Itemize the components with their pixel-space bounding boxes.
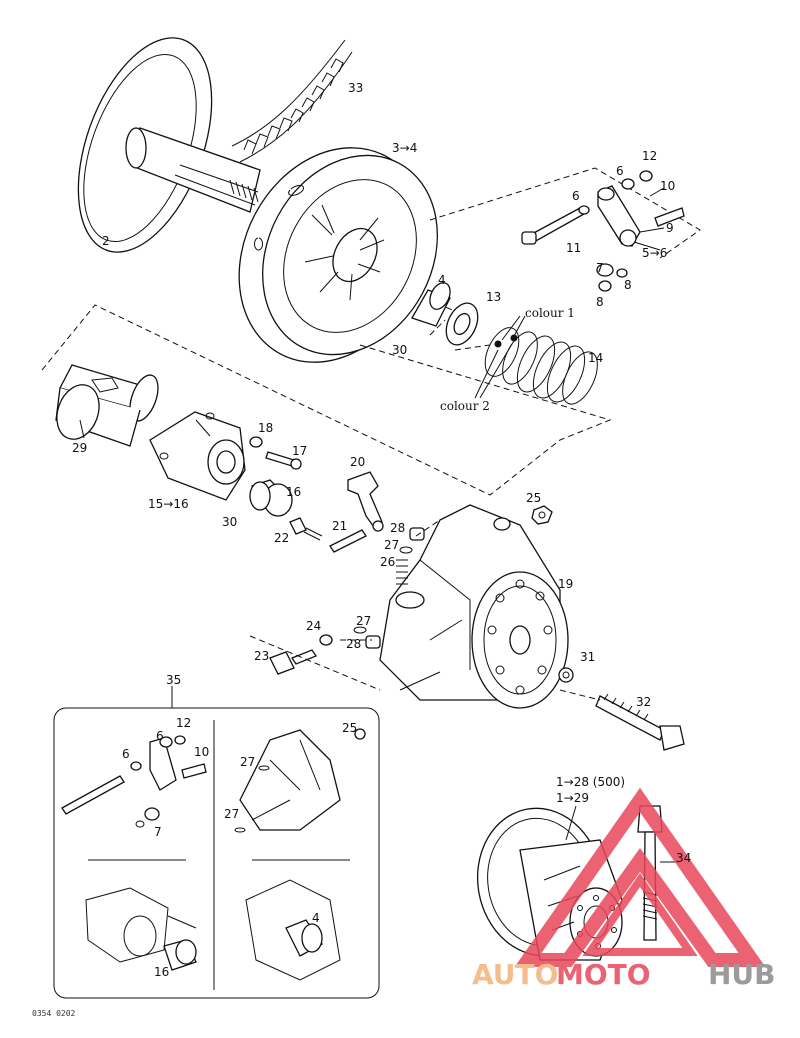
callout-14: 14 (588, 351, 603, 365)
drive-belt (231, 39, 353, 163)
bushing-16 (249, 479, 293, 517)
governor-cup (149, 411, 246, 501)
washer-31-bolt-32 (558, 667, 685, 751)
callout-6a: 6 (616, 164, 624, 178)
cam-29 (55, 364, 159, 447)
pin-21 (329, 529, 367, 553)
callout-27b: 27 (356, 614, 371, 628)
callout-27a: 27 (384, 538, 399, 552)
callout-34: 34 (676, 851, 691, 865)
inset-callout-27a: 27 (240, 755, 255, 769)
callout-colour-1: colour 1 (525, 306, 575, 320)
washer-13 (445, 302, 479, 346)
callout-6b: 6 (572, 189, 580, 203)
assembly-dashes-lower (249, 519, 601, 701)
callout-19: 19 (558, 577, 573, 591)
callout-colour-2: colour 2 (440, 399, 490, 413)
automotohub-watermark: AUTO MOTO HUB (472, 787, 776, 991)
callout-18: 18 (258, 421, 273, 435)
callout-7: 7 (596, 261, 604, 275)
callout-24: 24 (306, 619, 321, 633)
bolt-23-washer-24 (269, 634, 333, 675)
callout-4: 4 (438, 273, 446, 287)
callout-8a: 8 (624, 278, 632, 292)
callout-30a: 30 (392, 343, 407, 357)
callout-23: 23 (254, 649, 269, 663)
callout-21: 21 (332, 519, 347, 533)
watermark-moto: MOTO (556, 958, 651, 991)
inset-callout-7: 7 (154, 825, 162, 839)
callout-labels: 33 2 3→4 12 6 10 6 9 11 5→6 7 8 8 4 13 c… (72, 81, 691, 865)
callout-15-16: 15→16 (148, 497, 189, 511)
screw-17-washer-18 (249, 436, 302, 470)
watermark-auto: AUTO (472, 958, 558, 991)
inset-callout-6a: 6 (156, 729, 164, 743)
callout-5-6: 5→6 (642, 246, 667, 260)
watermark-triangle-logo (514, 787, 766, 967)
callout-11: 11 (566, 241, 581, 255)
assembly-leader-lines (429, 299, 491, 351)
inset-callout-6b: 6 (122, 747, 130, 761)
callout-17: 17 (292, 444, 307, 458)
inset-callout-16: 16 (154, 965, 169, 979)
screw-22 (289, 517, 323, 541)
callout-9: 9 (666, 221, 674, 235)
inset-callout-10: 10 (194, 745, 209, 759)
callout-33: 33 (348, 81, 363, 95)
nut-25 (531, 505, 553, 525)
callout-35: 35 (166, 673, 181, 687)
callout-29: 29 (72, 441, 87, 455)
watermark-hub: HUB (708, 958, 776, 991)
callout-12: 12 (642, 149, 657, 163)
inset-labels: 12 6 6 10 7 25 27 27 16 4 (122, 716, 357, 979)
callout-16: 16 (286, 485, 301, 499)
inset-callout-12: 12 (176, 716, 191, 730)
lever-assembly (521, 170, 685, 292)
inset-callout-4: 4 (312, 911, 320, 925)
inset-box-35 (53, 686, 380, 999)
callout-3-4: 3→4 (392, 141, 417, 155)
callout-25: 25 (526, 491, 541, 505)
callout-26: 26 (380, 555, 395, 569)
watermark-inner-triangle (582, 872, 698, 956)
callout-22: 22 (274, 531, 289, 545)
callout-1-29: 1→29 (556, 791, 589, 805)
spring-parts-26-28 (353, 527, 425, 649)
figure-code: 0354 0202 (32, 1009, 76, 1018)
callout-1-28-500: 1→28 (500) (556, 775, 625, 789)
spring-14 (484, 327, 598, 405)
callout-28a: 28 (390, 521, 405, 535)
callout-13: 13 (486, 290, 501, 304)
callout-31: 31 (580, 650, 595, 664)
assembly-outline-upper (41, 167, 701, 496)
inset-callout-25: 25 (342, 721, 357, 735)
sliding-half-pulley (238, 147, 438, 363)
roller-lever-20 (347, 471, 384, 532)
callout-2: 2 (102, 234, 110, 248)
bushing-4 (411, 282, 451, 327)
spider-19 (379, 504, 569, 709)
colour-leaders (474, 315, 526, 399)
inset-callout-27b: 27 (224, 807, 239, 821)
fixed-half-pulley (77, 37, 261, 253)
callout-32: 32 (636, 695, 651, 709)
callout-28b: 28 (346, 637, 361, 651)
callout-10: 10 (660, 179, 675, 193)
callout-30b: 30 (222, 515, 237, 529)
callout-20: 20 (350, 455, 365, 469)
callout-8b: 8 (596, 295, 604, 309)
